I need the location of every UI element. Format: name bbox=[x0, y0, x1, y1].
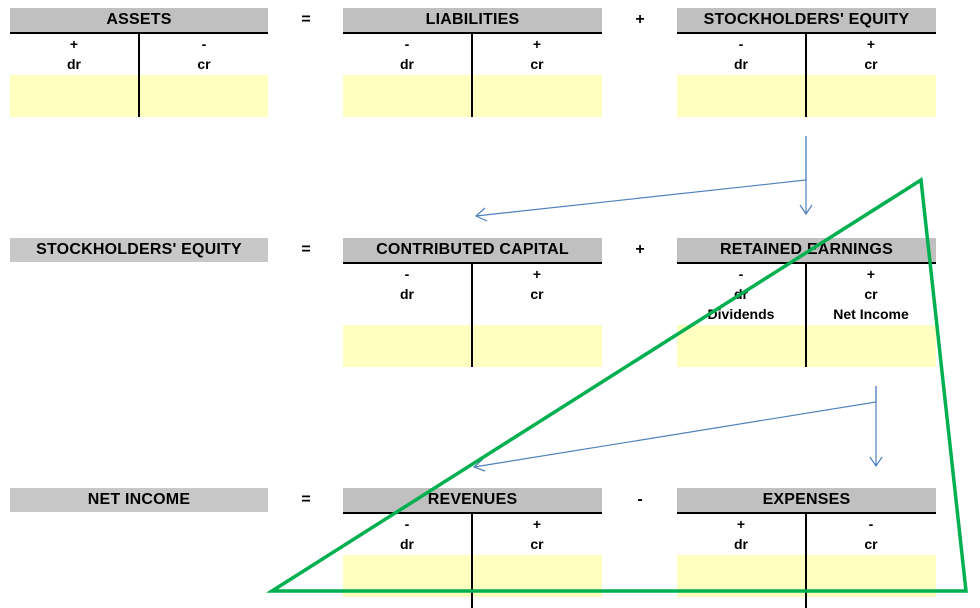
liabilities-t-divider bbox=[471, 34, 473, 117]
expenses-cr-label: cr bbox=[864, 536, 878, 552]
revenues-dr-label: dr bbox=[400, 536, 414, 552]
liabilities-cr-sign: + bbox=[532, 36, 542, 52]
revenues-dr-sign: - bbox=[404, 516, 410, 532]
equals-operator-1: = bbox=[301, 11, 311, 28]
arrowhead-expenses bbox=[869, 456, 883, 468]
assets-dr-label: dr bbox=[67, 56, 81, 72]
contributed-dr-sign: - bbox=[404, 266, 410, 282]
retained-cr-sign: + bbox=[866, 266, 876, 282]
flow-arrows bbox=[473, 136, 877, 468]
assets-dr-sign: + bbox=[69, 36, 79, 52]
expenses-header: EXPENSES bbox=[677, 488, 936, 514]
arrowhead-contributed bbox=[474, 207, 488, 222]
equity-dr-sign: - bbox=[738, 36, 744, 52]
revenues-t-divider bbox=[471, 514, 473, 608]
arrowheads bbox=[472, 204, 883, 472]
arrowhead-retained bbox=[799, 204, 813, 216]
contributed-dr-label: dr bbox=[400, 286, 414, 302]
revenues-cr-label: cr bbox=[530, 536, 544, 552]
equity-cr-sign: + bbox=[866, 36, 876, 52]
stockholders-equity-header: STOCKHOLDERS' EQUITY bbox=[677, 8, 936, 34]
equals-operator-3: = bbox=[301, 491, 311, 508]
stockholders-equity-label: STOCKHOLDERS' EQUITY bbox=[10, 238, 268, 262]
retained-cr-label: cr bbox=[864, 286, 878, 302]
revenues-header: REVENUES bbox=[343, 488, 602, 514]
net-income-header: NET INCOME bbox=[10, 488, 268, 512]
contributed-capital-header: CONTRIBUTED CAPITAL bbox=[343, 238, 602, 264]
assets-cr-sign: - bbox=[201, 36, 207, 52]
liabilities-dr-label: dr bbox=[400, 56, 414, 72]
expenses-cr-sign: - bbox=[868, 516, 874, 532]
net-income-label: Net Income bbox=[833, 306, 909, 322]
green-triangle-highlight bbox=[265, 177, 968, 593]
equity-t-divider bbox=[805, 34, 807, 117]
equity-to-contributed-arrow bbox=[475, 136, 807, 217]
contributed-t-divider bbox=[471, 264, 473, 367]
contributed-cr-sign: + bbox=[532, 266, 542, 282]
plus-operator-1: + bbox=[635, 11, 645, 28]
equity-cr-label: cr bbox=[864, 56, 878, 72]
expenses-t-divider bbox=[805, 514, 807, 608]
minus-operator: - bbox=[637, 491, 643, 508]
assets-cr-label: cr bbox=[197, 56, 211, 72]
expenses-dr-sign: + bbox=[736, 516, 746, 532]
dividends-label: Dividends bbox=[707, 306, 775, 322]
arrowhead-revenues bbox=[472, 458, 486, 472]
liabilities-header: LIABILITIES bbox=[343, 8, 602, 34]
plus-operator-2: + bbox=[635, 241, 645, 258]
contributed-cr-label: cr bbox=[530, 286, 544, 302]
liabilities-dr-sign: - bbox=[404, 36, 410, 52]
assets-header: ASSETS bbox=[10, 8, 268, 34]
revenues-cr-sign: + bbox=[532, 516, 542, 532]
equity-dr-label: dr bbox=[734, 56, 748, 72]
liabilities-cr-label: cr bbox=[530, 56, 544, 72]
assets-t-divider bbox=[138, 34, 140, 117]
expenses-dr-label: dr bbox=[734, 536, 748, 552]
retained-t-divider bbox=[805, 264, 807, 367]
equals-operator-2: = bbox=[301, 241, 311, 258]
retained-dr-sign: - bbox=[738, 266, 744, 282]
